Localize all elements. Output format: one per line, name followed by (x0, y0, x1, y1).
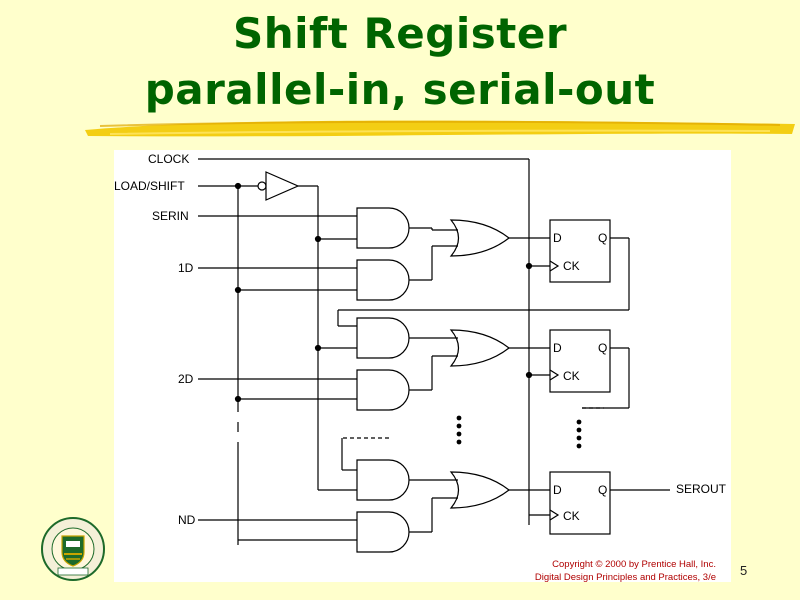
and-gate-1d (356, 259, 410, 301)
label-clock: CLOCK (148, 152, 189, 166)
label-2d: 2D (178, 372, 194, 386)
svg-text:Q: Q (598, 483, 607, 497)
circuit-diagram-panel: CLOCK LOAD/SHIFT SERIN 1D 2D ND SEROUT (114, 150, 731, 582)
shift-enable-wire (298, 185, 357, 491)
page-title: Shift Register (232, 9, 568, 58)
label-serout: SEROUT (676, 482, 727, 496)
svg-text:CK: CK (563, 369, 580, 383)
and-gate-nd (356, 511, 410, 553)
or-gate-n (449, 471, 510, 509)
book-title-text: Digital Design Principles and Practices,… (534, 572, 716, 583)
svg-text:Q: Q (598, 341, 607, 355)
svg-text:D: D (553, 341, 562, 355)
flip-flop-1: D Q CK (549, 219, 611, 283)
flip-flop-n: D Q CK (549, 471, 611, 535)
copyright-text: Copyright © 2000 by Prentice Hall, Inc. (552, 559, 716, 570)
shift-register-circuit: CLOCK LOAD/SHIFT SERIN 1D 2D ND SEROUT (114, 152, 727, 553)
or-gate-2 (449, 329, 510, 367)
svg-text:CK: CK (563, 259, 580, 273)
and-gate-2d (356, 369, 410, 411)
svg-text:Q: Q (598, 231, 607, 245)
university-seal-logo (41, 517, 105, 581)
inverter-gate (257, 171, 300, 201)
flip-flop-2: D Q CK (549, 329, 611, 393)
brush-stroke-divider (85, 120, 795, 137)
label-nd: ND (178, 513, 196, 527)
page-subtitle: parallel-in, serial-out (144, 65, 656, 114)
svg-text:D: D (553, 231, 562, 245)
continuation-dots (456, 415, 582, 449)
label-load-shift: LOAD/SHIFT (114, 179, 185, 193)
and-gate-shift-n (356, 459, 410, 501)
svg-text:CK: CK (563, 509, 580, 523)
clock-wire (198, 158, 550, 525)
label-serin: SERIN (152, 209, 189, 223)
label-1d: 1D (178, 261, 194, 275)
and-gate-shift-2 (356, 317, 410, 359)
and-gate-serin (356, 207, 410, 249)
load-shift-wire (198, 182, 357, 545)
page-number: 5 (740, 563, 748, 578)
or-gate-1 (449, 219, 510, 257)
svg-text:D: D (553, 483, 562, 497)
